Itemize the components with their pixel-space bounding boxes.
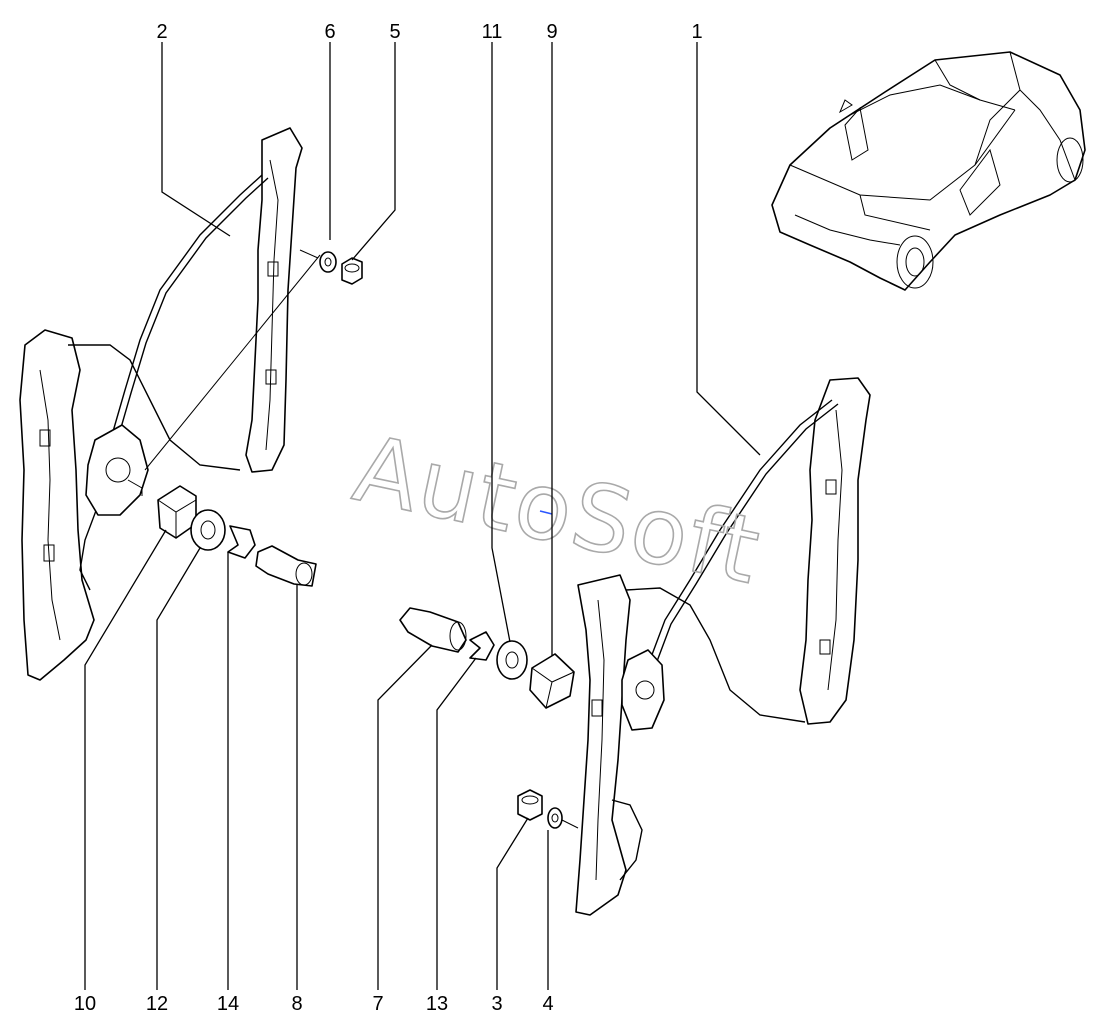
callout-12: 12 [146, 993, 168, 1015]
watermark-text: AutoSoft [346, 415, 770, 605]
callout-13: 13 [426, 993, 448, 1015]
cursor-mark [539, 510, 553, 515]
part-14-clip [227, 525, 256, 559]
callout-9: 9 [546, 21, 557, 43]
part-9-knob [529, 653, 575, 709]
part-13-clip [469, 631, 495, 661]
callout-11: 11 [482, 21, 503, 43]
callout-4: 4 [542, 993, 553, 1015]
part-5-nut [341, 257, 363, 285]
callout-14: 14 [217, 993, 239, 1015]
leader-lines [84, 42, 761, 990]
part-3-nut [517, 789, 543, 821]
fasteners-and-handles [157, 251, 575, 829]
callout-3: 3 [491, 993, 502, 1015]
left-window-regulator [19, 127, 303, 681]
callout-6: 6 [324, 21, 335, 43]
part-4-washer [547, 807, 563, 829]
right-window-regulator [575, 377, 871, 916]
callout-2: 2 [156, 21, 167, 43]
assembly-lines [144, 249, 579, 829]
car-thumbnail [771, 51, 1086, 291]
part-11-washer [496, 640, 528, 680]
part-8-handle [255, 545, 317, 587]
callout-1: 1 [691, 21, 702, 43]
part-7-handle [399, 607, 467, 653]
part-6-washer [319, 251, 337, 273]
callout-8: 8 [291, 993, 302, 1015]
callout-labels: 1 2 3 4 5 6 7 8 9 10 11 12 13 14 [74, 21, 703, 1015]
part-12-washer [190, 509, 226, 551]
callout-10: 10 [74, 993, 96, 1015]
watermark: AutoSoft [345, 414, 771, 606]
callout-7: 7 [372, 993, 383, 1015]
callout-5: 5 [389, 21, 400, 43]
